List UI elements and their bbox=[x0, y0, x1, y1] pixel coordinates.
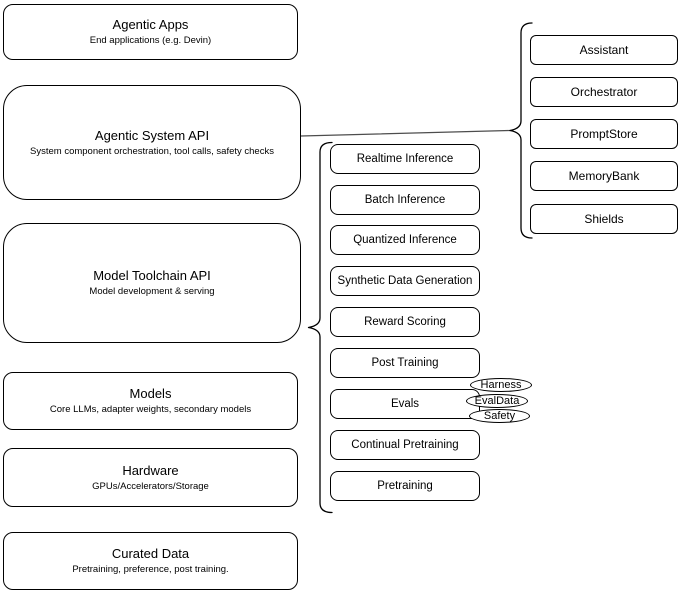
system-group-brace bbox=[509, 22, 533, 239]
node-models: Models Core LLMs, adapter weights, secon… bbox=[3, 372, 298, 430]
node-agentic-apps-title: Agentic Apps bbox=[112, 17, 189, 32]
node-synthetic-data-generation: Synthetic Data Generation bbox=[330, 266, 480, 296]
node-models-title: Models bbox=[129, 386, 172, 401]
node-promptstore: PromptStore bbox=[530, 119, 678, 149]
node-curated-data-subtitle: Pretraining, preference, post training. bbox=[72, 564, 229, 575]
node-memorybank: MemoryBank bbox=[530, 161, 678, 191]
node-model-toolchain-api-title: Model Toolchain API bbox=[93, 268, 211, 283]
tag-harness: Harness bbox=[470, 378, 532, 392]
tag-evaldata: EvalData bbox=[466, 394, 528, 408]
node-models-subtitle: Core LLMs, adapter weights, secondary mo… bbox=[49, 404, 252, 415]
node-realtime-inference: Realtime Inference bbox=[330, 144, 480, 174]
node-agentic-system-api-subtitle: System component orchestration, tool cal… bbox=[30, 145, 274, 157]
node-shields: Shields bbox=[530, 204, 678, 234]
node-agentic-apps: Agentic Apps End applications (e.g. Devi… bbox=[3, 4, 298, 60]
node-post-training: Post Training bbox=[330, 348, 480, 378]
node-curated-data: Curated Data Pretraining, preference, po… bbox=[3, 532, 298, 590]
node-model-toolchain-api-subtitle: Model development & serving bbox=[89, 286, 215, 297]
node-reward-scoring: Reward Scoring bbox=[330, 307, 480, 337]
node-model-toolchain-api: Model Toolchain API Model development & … bbox=[3, 223, 301, 343]
node-pretraining: Pretraining bbox=[330, 471, 480, 501]
node-evals: Evals bbox=[330, 389, 480, 419]
node-quantized-inference: Quantized Inference bbox=[330, 225, 480, 255]
node-agentic-system-api-title: Agentic System API bbox=[94, 127, 210, 143]
node-orchestrator: Orchestrator bbox=[530, 77, 678, 107]
node-hardware-subtitle: GPUs/Accelerators/Storage bbox=[92, 480, 209, 492]
system-api-to-group-connector-line bbox=[300, 129, 511, 137]
toolchain-group-brace bbox=[307, 141, 333, 514]
tag-safety: Safety bbox=[469, 409, 530, 423]
node-assistant: Assistant bbox=[530, 35, 678, 65]
node-hardware-title: Hardware bbox=[122, 462, 179, 478]
node-batch-inference: Batch Inference bbox=[330, 185, 480, 215]
node-hardware: Hardware GPUs/Accelerators/Storage bbox=[3, 448, 298, 507]
node-agentic-apps-subtitle: End applications (e.g. Devin) bbox=[89, 35, 212, 46]
node-curated-data-title: Curated Data bbox=[111, 546, 190, 561]
node-continual-pretraining: Continual Pretraining bbox=[330, 430, 480, 460]
node-agentic-system-api: Agentic System API System component orch… bbox=[3, 85, 301, 200]
